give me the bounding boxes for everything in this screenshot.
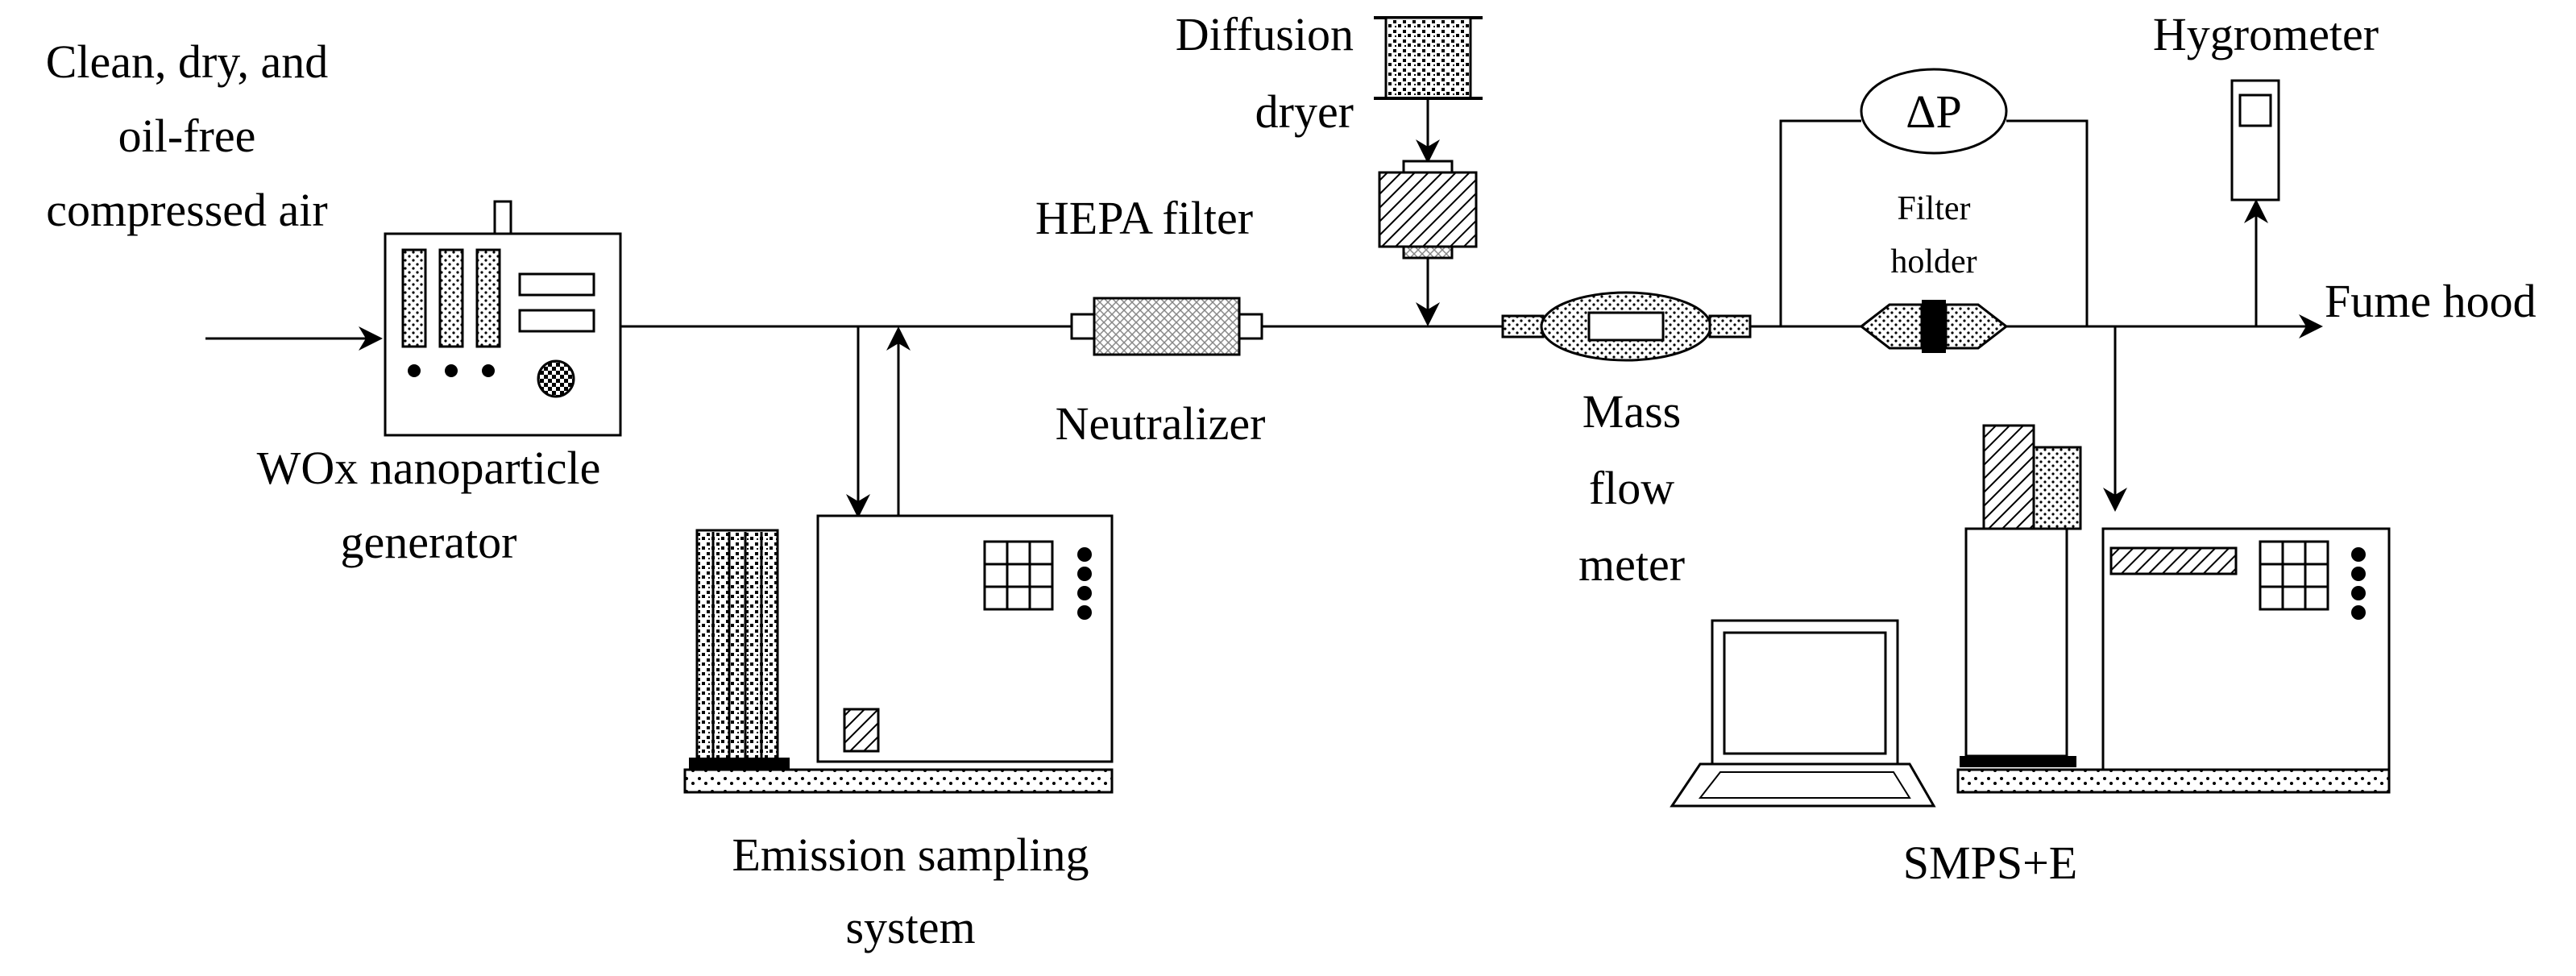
svg-text:meter: meter [1578,538,1685,591]
svg-text:Filter: Filter [1898,190,1971,227]
laptop [1670,619,1936,808]
nanoparticle-generator [384,200,622,437]
svg-text:Mass: Mass [1583,385,1681,438]
svg-text:Clean, dry, and: Clean, dry, and [46,35,329,88]
filter-holder-label: Filter holder [1890,190,1977,280]
delta-p-label: ΔP [1906,85,1962,138]
generator-label: WOx nanoparticle generator [257,442,601,568]
svg-text:compressed air: compressed air [46,184,327,236]
diffusion-dryer-label: Diffusion dryer [1176,8,1354,138]
svg-text:holder: holder [1890,243,1977,280]
hygrometer-label: Hygrometer [2153,8,2379,60]
hepa-filter-label: HEPA filter [1035,192,1253,244]
svg-text:Emission sampling: Emission sampling [732,829,1089,881]
emission-sampling-system [683,514,1114,794]
mass-flow-meter [1501,291,1752,362]
pressure-drop-loop [1779,68,2089,326]
smps-panel-grid [2259,540,2366,620]
svg-text:WOx nanoparticle: WOx nanoparticle [257,442,601,494]
svg-text:generator: generator [341,516,517,568]
fume-hood-label: Fume hood [2325,275,2537,327]
compressed-air-label: Clean, dry, and oil-free compressed air [46,35,329,236]
hygrometer [2230,79,2280,326]
svg-text:system: system [845,901,975,953]
svg-text:Diffusion: Diffusion [1176,8,1354,60]
neutralizer-label: Neutralizer [1056,397,1266,450]
hepa-filter [1070,297,1263,356]
svg-text:flow: flow [1589,462,1674,514]
smps-system [1956,424,2391,794]
smps-label: SMPS+E [1903,837,2077,889]
mass-flow-meter-label: Mass flow meter [1578,385,1685,591]
filter-holder [1859,300,2009,353]
emission-panel-grid [983,540,1092,620]
svg-text:dryer: dryer [1255,85,1354,138]
diffusion-dryer [1374,16,1483,326]
svg-text:oil-free: oil-free [118,110,256,162]
emission-sampling-label: Emission sampling system [732,829,1089,953]
